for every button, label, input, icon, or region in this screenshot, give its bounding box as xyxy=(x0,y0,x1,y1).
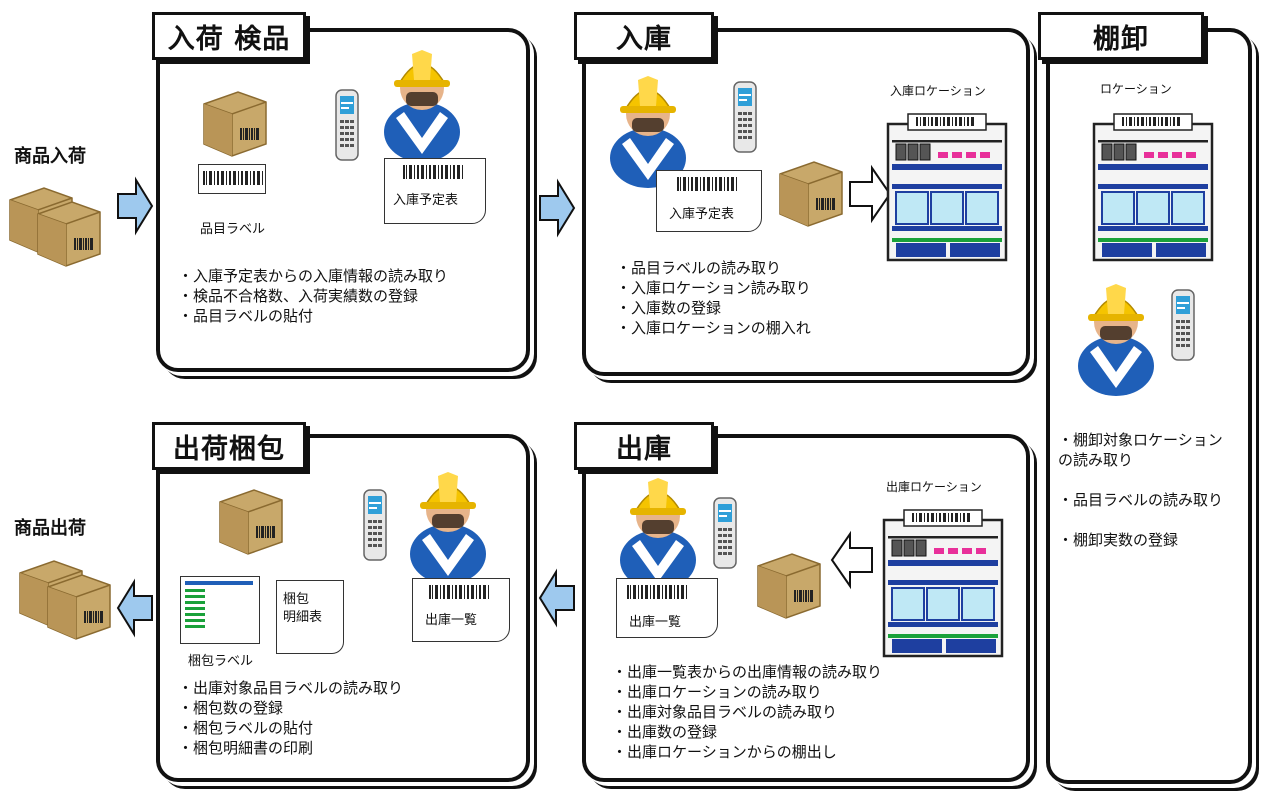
arrival-schedule-doc: 入庫予定表 xyxy=(656,170,762,232)
item-label-caption: 品目ラベル xyxy=(200,222,266,237)
incoming-arrow-icon xyxy=(117,179,153,233)
panel-putaway: 入庫予定表 入庫ロケーション 品目ラベルの読み取り 入庫ロケーション読み取り 入… xyxy=(582,28,1030,376)
bullet-item: 入庫ロケーションの棚入れ xyxy=(616,318,811,338)
bullet-item: 品目ラベルの貼付 xyxy=(178,306,448,326)
shelf-icon xyxy=(1092,112,1214,262)
picking-list-doc-label: 出庫一覧 xyxy=(629,615,682,630)
inspection-box-icon xyxy=(203,91,267,157)
incoming-label: 商品入荷 xyxy=(14,146,86,167)
bullet-item: 棚卸実数の登録 xyxy=(1058,530,1223,550)
box-icon xyxy=(219,489,283,555)
incoming-boxes-icon xyxy=(9,187,101,267)
scanner-icon xyxy=(335,89,359,161)
picking-list-doc-label: 出庫一覧 xyxy=(425,613,478,628)
stocktake-location-label: ロケーション xyxy=(1100,82,1172,96)
outgoing-label: 商品出荷 xyxy=(14,518,86,539)
bullet-item: 入庫ロケーション読み取り xyxy=(616,278,811,298)
scanner-icon xyxy=(1171,289,1195,361)
outgoing-boxes-icon xyxy=(19,560,111,640)
panel-picking: 出庫一覧 出庫ロケーション 出庫一覧表からの出庫情報の読み取り 出庫ロケーション… xyxy=(582,434,1030,782)
panel-title-putaway: 入庫 xyxy=(574,12,714,60)
worker-icon xyxy=(619,477,697,591)
bullet-item: 出庫ロケーションの読み取り xyxy=(612,682,882,702)
shelf-icon xyxy=(882,508,1004,658)
picking-location-label: 出庫ロケーション xyxy=(886,480,982,494)
box-icon xyxy=(779,161,843,227)
barcode-icon xyxy=(403,165,463,179)
bullet-item: 品目ラベルの読み取り xyxy=(1058,490,1223,510)
bullet-item: 検品不合格数、入荷実績数の登録 xyxy=(178,286,448,306)
outgoing-arrow-icon xyxy=(117,581,153,635)
stocktake-bullets: 棚卸対象ロケーション の読み取り 品目ラベルの読み取り 棚卸実数の登録 xyxy=(1058,410,1223,570)
scanner-icon xyxy=(363,489,387,561)
barcode-icon xyxy=(429,585,489,599)
picking-bullets: 出庫一覧表からの出庫情報の読み取り 出庫ロケーションの読み取り 出庫対象品目ラベ… xyxy=(612,662,882,762)
picking-list-doc: 出庫一覧 xyxy=(616,578,718,638)
worker-icon xyxy=(409,471,487,585)
inspection-bullets: 入庫予定表からの入庫情報の読み取り 検品不合格数、入荷実績数の登録 品目ラベルの… xyxy=(178,266,448,326)
scanner-icon xyxy=(713,497,737,569)
panel-title-inspection: 入荷 検品 xyxy=(152,12,306,60)
scanner-icon xyxy=(733,81,757,153)
bullet-item: 出庫対象品目ラベルの読み取り xyxy=(178,678,403,698)
arrival-schedule-doc: 入庫予定表 xyxy=(384,158,486,224)
worker-icon xyxy=(383,49,461,163)
bullet-item: 棚卸対象ロケーション の読み取り xyxy=(1058,430,1223,470)
bullet-item: 出庫ロケーションからの棚出し xyxy=(612,742,882,762)
bullet-item: 出庫数の登録 xyxy=(612,722,882,742)
bullet-item: 品目ラベルの読み取り xyxy=(616,258,811,278)
picking-list-doc: 出庫一覧 xyxy=(412,578,510,642)
flow-arrow-icon xyxy=(539,181,575,235)
bullet-item: 入庫予定表からの入庫情報の読み取り xyxy=(178,266,448,286)
bullet-item: 出庫対象品目ラベルの読み取り xyxy=(612,702,882,722)
panel-title-stocktake: 棚卸 xyxy=(1038,12,1204,60)
panel-stocktake: ロケーション 棚卸対象ロケーション の読み取り 品目ラベルの読み取り 棚卸実数の… xyxy=(1046,28,1252,784)
packing-detail-doc: 梱包 明細表 xyxy=(276,580,344,654)
packing-detail-doc-label: 梱包 明細表 xyxy=(283,592,323,625)
box-icon xyxy=(757,553,821,619)
packing-bullets: 出庫対象品目ラベルの読み取り 梱包数の登録 梱包ラベルの貼付 梱包明細書の印刷 xyxy=(178,678,403,758)
panel-packing: 梱包ラベル 梱包 明細表 出庫一覧 出庫対象品目ラベルの読み取り 梱包数の登録 … xyxy=(156,434,530,782)
shelf-icon xyxy=(886,112,1008,262)
packing-label-caption: 梱包ラベル xyxy=(188,654,254,669)
arrival-schedule-doc-label: 入庫予定表 xyxy=(669,207,735,222)
barcode-icon xyxy=(677,177,737,191)
putaway-location-label: 入庫ロケーション xyxy=(890,84,986,98)
barcode-icon xyxy=(203,171,263,185)
bullet-item: 梱包明細書の印刷 xyxy=(178,738,403,758)
flow-arrow-icon xyxy=(539,571,575,625)
worker-icon xyxy=(1077,283,1155,397)
arrival-schedule-doc-label: 入庫予定表 xyxy=(393,193,459,208)
bullet-item: 出庫一覧表からの出庫情報の読み取り xyxy=(612,662,882,682)
bullet-item: 入庫数の登録 xyxy=(616,298,811,318)
putaway-bullets: 品目ラベルの読み取り 入庫ロケーション読み取り 入庫数の登録 入庫ロケーションの… xyxy=(616,258,811,338)
picking-arrow-icon xyxy=(831,533,873,587)
bullet-item: 梱包ラベルの貼付 xyxy=(178,718,403,738)
bullet-item: 梱包数の登録 xyxy=(178,698,403,718)
item-label-card xyxy=(198,164,266,194)
packing-label-doc xyxy=(180,576,260,644)
panel-title-picking: 出庫 xyxy=(574,422,714,470)
panel-title-packing: 出荷梱包 xyxy=(152,422,306,470)
panel-inspection: 品目ラベル 入庫予定表 入庫予定表からの入庫情報の読み取り 検品不合格数、入荷実… xyxy=(156,28,530,372)
barcode-icon xyxy=(627,585,687,599)
